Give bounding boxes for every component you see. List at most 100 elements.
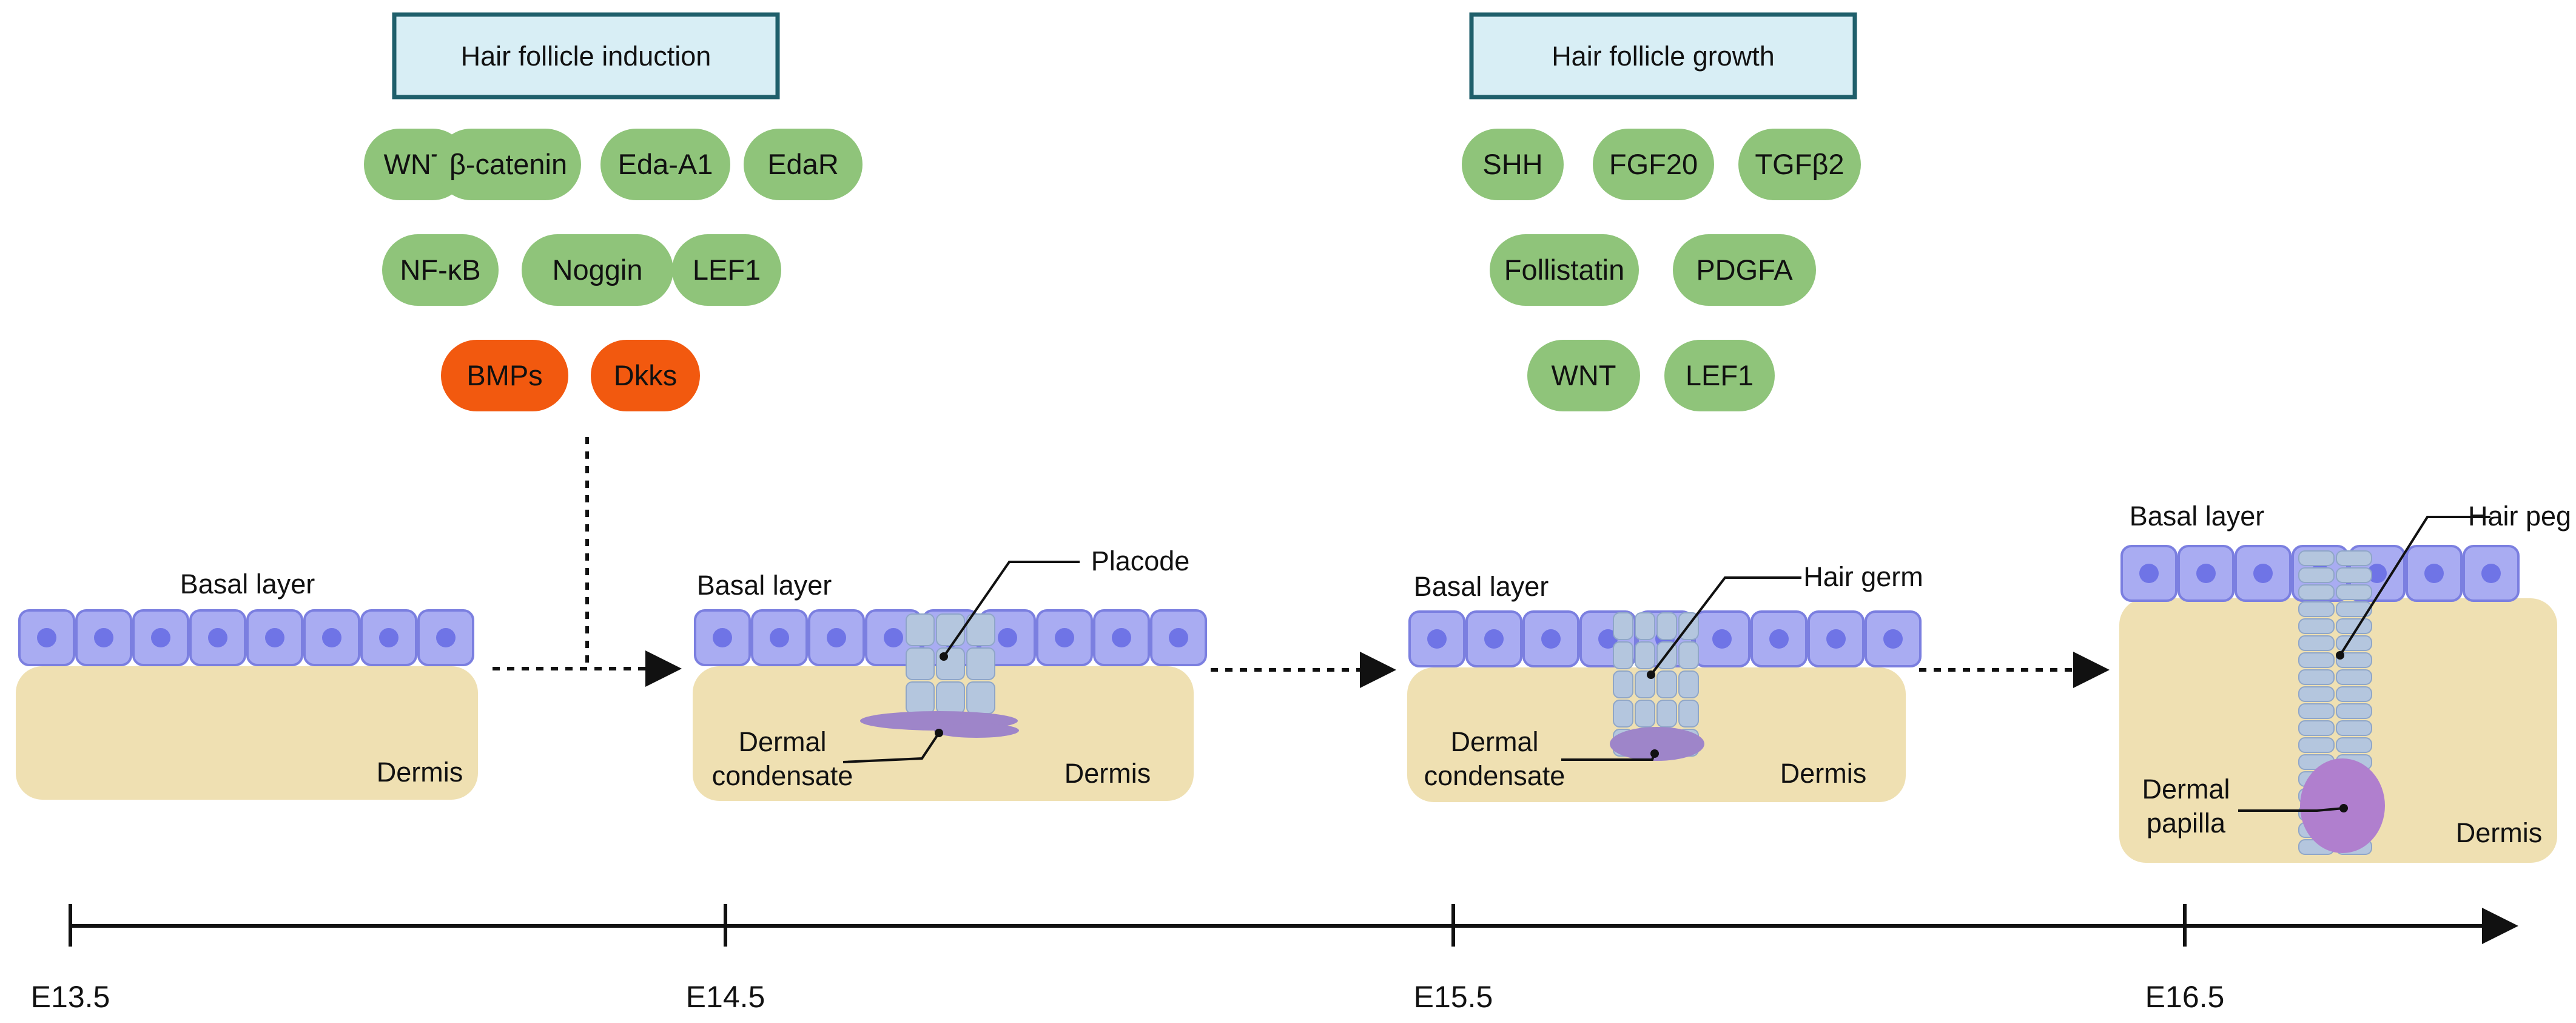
follicle-cell: [2336, 652, 2372, 668]
dermis-label: Dermis: [1780, 758, 1867, 789]
follicle-cell: [936, 647, 965, 680]
basal-cell-nucleus: [322, 628, 341, 647]
follicle-cell: [1678, 700, 1699, 728]
marker-pill-follistatin: Follistatin: [1490, 234, 1639, 306]
hair-germ-label: Hair germ: [1803, 561, 1923, 592]
marker-pill--catenin: β-catenin: [435, 129, 581, 200]
marker-pill-shape: [1738, 129, 1861, 200]
basal-cell-nucleus: [1169, 628, 1188, 647]
basal-cell-nucleus: [37, 628, 56, 647]
marker-pill-eda-a1: Eda-A1: [600, 129, 730, 200]
follicle-cell: [2336, 550, 2372, 566]
label-pointer-line: [943, 561, 1080, 658]
marker-pill-label: Dkks: [614, 359, 677, 391]
follicle-cell: [906, 681, 935, 714]
marker-pill-label: SHH: [1482, 148, 1542, 180]
follicle-cell: [936, 681, 965, 714]
marker-pill-shh: SHH: [1462, 129, 1564, 200]
follicle-cell: [2336, 703, 2372, 719]
label-pointer-dot: [2336, 651, 2344, 660]
timeline-label-e14-5: E14.5: [686, 980, 765, 1014]
label-pointer-line: [1650, 576, 1801, 676]
marker-pill-shape: [600, 129, 730, 200]
basal-layer-label: Basal layer: [180, 569, 315, 599]
marker-pill-bmps: BMPs: [441, 340, 568, 411]
basal-cell-nucleus: [2253, 564, 2273, 583]
label-pointer-dot: [1647, 670, 1655, 679]
basal-cell-nucleus: [2481, 564, 2501, 583]
follicle-cell: [1656, 700, 1677, 728]
basal-layer-label: Basal layer: [2130, 501, 2265, 532]
section-header-box: [392, 12, 780, 100]
dermis-block: [16, 666, 478, 800]
basal-cell-nucleus: [1541, 629, 1561, 649]
follicle-cell: [2298, 669, 2335, 685]
basal-cell-nucleus: [436, 628, 456, 647]
placode-label: Placode: [1091, 545, 1190, 576]
marker-pill-label: BMPs: [466, 359, 542, 391]
dermis-label: Dermis: [2456, 817, 2543, 848]
follicle-cell: [2298, 550, 2335, 566]
marker-pill-label: Eda-A1: [618, 148, 713, 180]
basal-cell-nucleus: [1883, 629, 1903, 649]
basal-cell-nucleus: [1484, 629, 1504, 649]
follicle-cell: [2336, 720, 2372, 736]
follicle-cell: [1678, 670, 1699, 698]
marker-pill-label: PDGFA: [1696, 254, 1793, 286]
basal-cell-nucleus: [827, 628, 846, 647]
marker-pill-label: β-catenin: [449, 148, 567, 180]
follicle-cell: [2298, 737, 2335, 753]
follicle-cell: [2336, 567, 2372, 583]
basal-cell-nucleus: [1826, 629, 1846, 649]
marker-pill-nf-b: NF-κB: [382, 234, 499, 306]
basal-cell-nucleus: [2139, 564, 2159, 583]
follicle-cell: [936, 613, 965, 646]
basal-cell-nucleus: [94, 628, 113, 647]
follicle-cell: [1656, 670, 1677, 698]
marker-pill-pdgfa: PDGFA: [1673, 234, 1816, 306]
follicle-cell: [1613, 700, 1633, 728]
marker-pill-label: LEF1: [693, 254, 761, 286]
basal-cell-nucleus: [1598, 629, 1618, 649]
follicle-cell: [906, 647, 935, 680]
follicle-cell: [2336, 669, 2372, 685]
follicle-cell: [2298, 703, 2335, 719]
basal-cell-nucleus: [2424, 564, 2444, 583]
follicle-cell: [2298, 618, 2335, 634]
follicle-cell: [2298, 652, 2335, 668]
follicle-cell: [1613, 641, 1633, 669]
marker-pill-fgf20: FGF20: [1593, 129, 1714, 200]
basal-cell-nucleus: [1427, 629, 1447, 649]
marker-pill-shape: [744, 129, 863, 200]
basal-cell-nucleus: [2367, 564, 2387, 583]
label-pointer-line: [2339, 516, 2490, 657]
follicle-cell: [2298, 686, 2335, 702]
timeline-label-e13-5: E13.5: [31, 980, 110, 1014]
basal-cell-nucleus: [208, 628, 227, 647]
marker-pill-label: Follistatin: [1504, 254, 1625, 286]
marker-pill-shape: [382, 234, 499, 306]
follicle-cell: [2336, 601, 2372, 617]
marker-pill-label: TGFβ2: [1755, 148, 1844, 180]
marker-pill-shape: [1490, 234, 1639, 306]
follicle-cell: [2336, 635, 2372, 651]
marker-pill-shape: [441, 340, 568, 411]
follicle-cell: [2336, 737, 2372, 753]
basal-layer-label: Basal layer: [697, 570, 832, 601]
section-header-box: [1469, 12, 1857, 100]
marker-pill-shape: [1593, 129, 1714, 200]
marker-pill-label: EdaR: [767, 148, 839, 180]
marker-pill-shape: [1527, 340, 1640, 411]
basal-layer-label: Basal layer: [1414, 571, 1549, 602]
follicle-cell: [1635, 612, 1655, 640]
marker-pill-label: Noggin: [553, 254, 643, 286]
follicle-cell: [966, 613, 995, 646]
label-pointer-line: [842, 732, 940, 763]
marker-pill-shape: [522, 234, 673, 306]
basal-cell-nucleus: [151, 628, 170, 647]
